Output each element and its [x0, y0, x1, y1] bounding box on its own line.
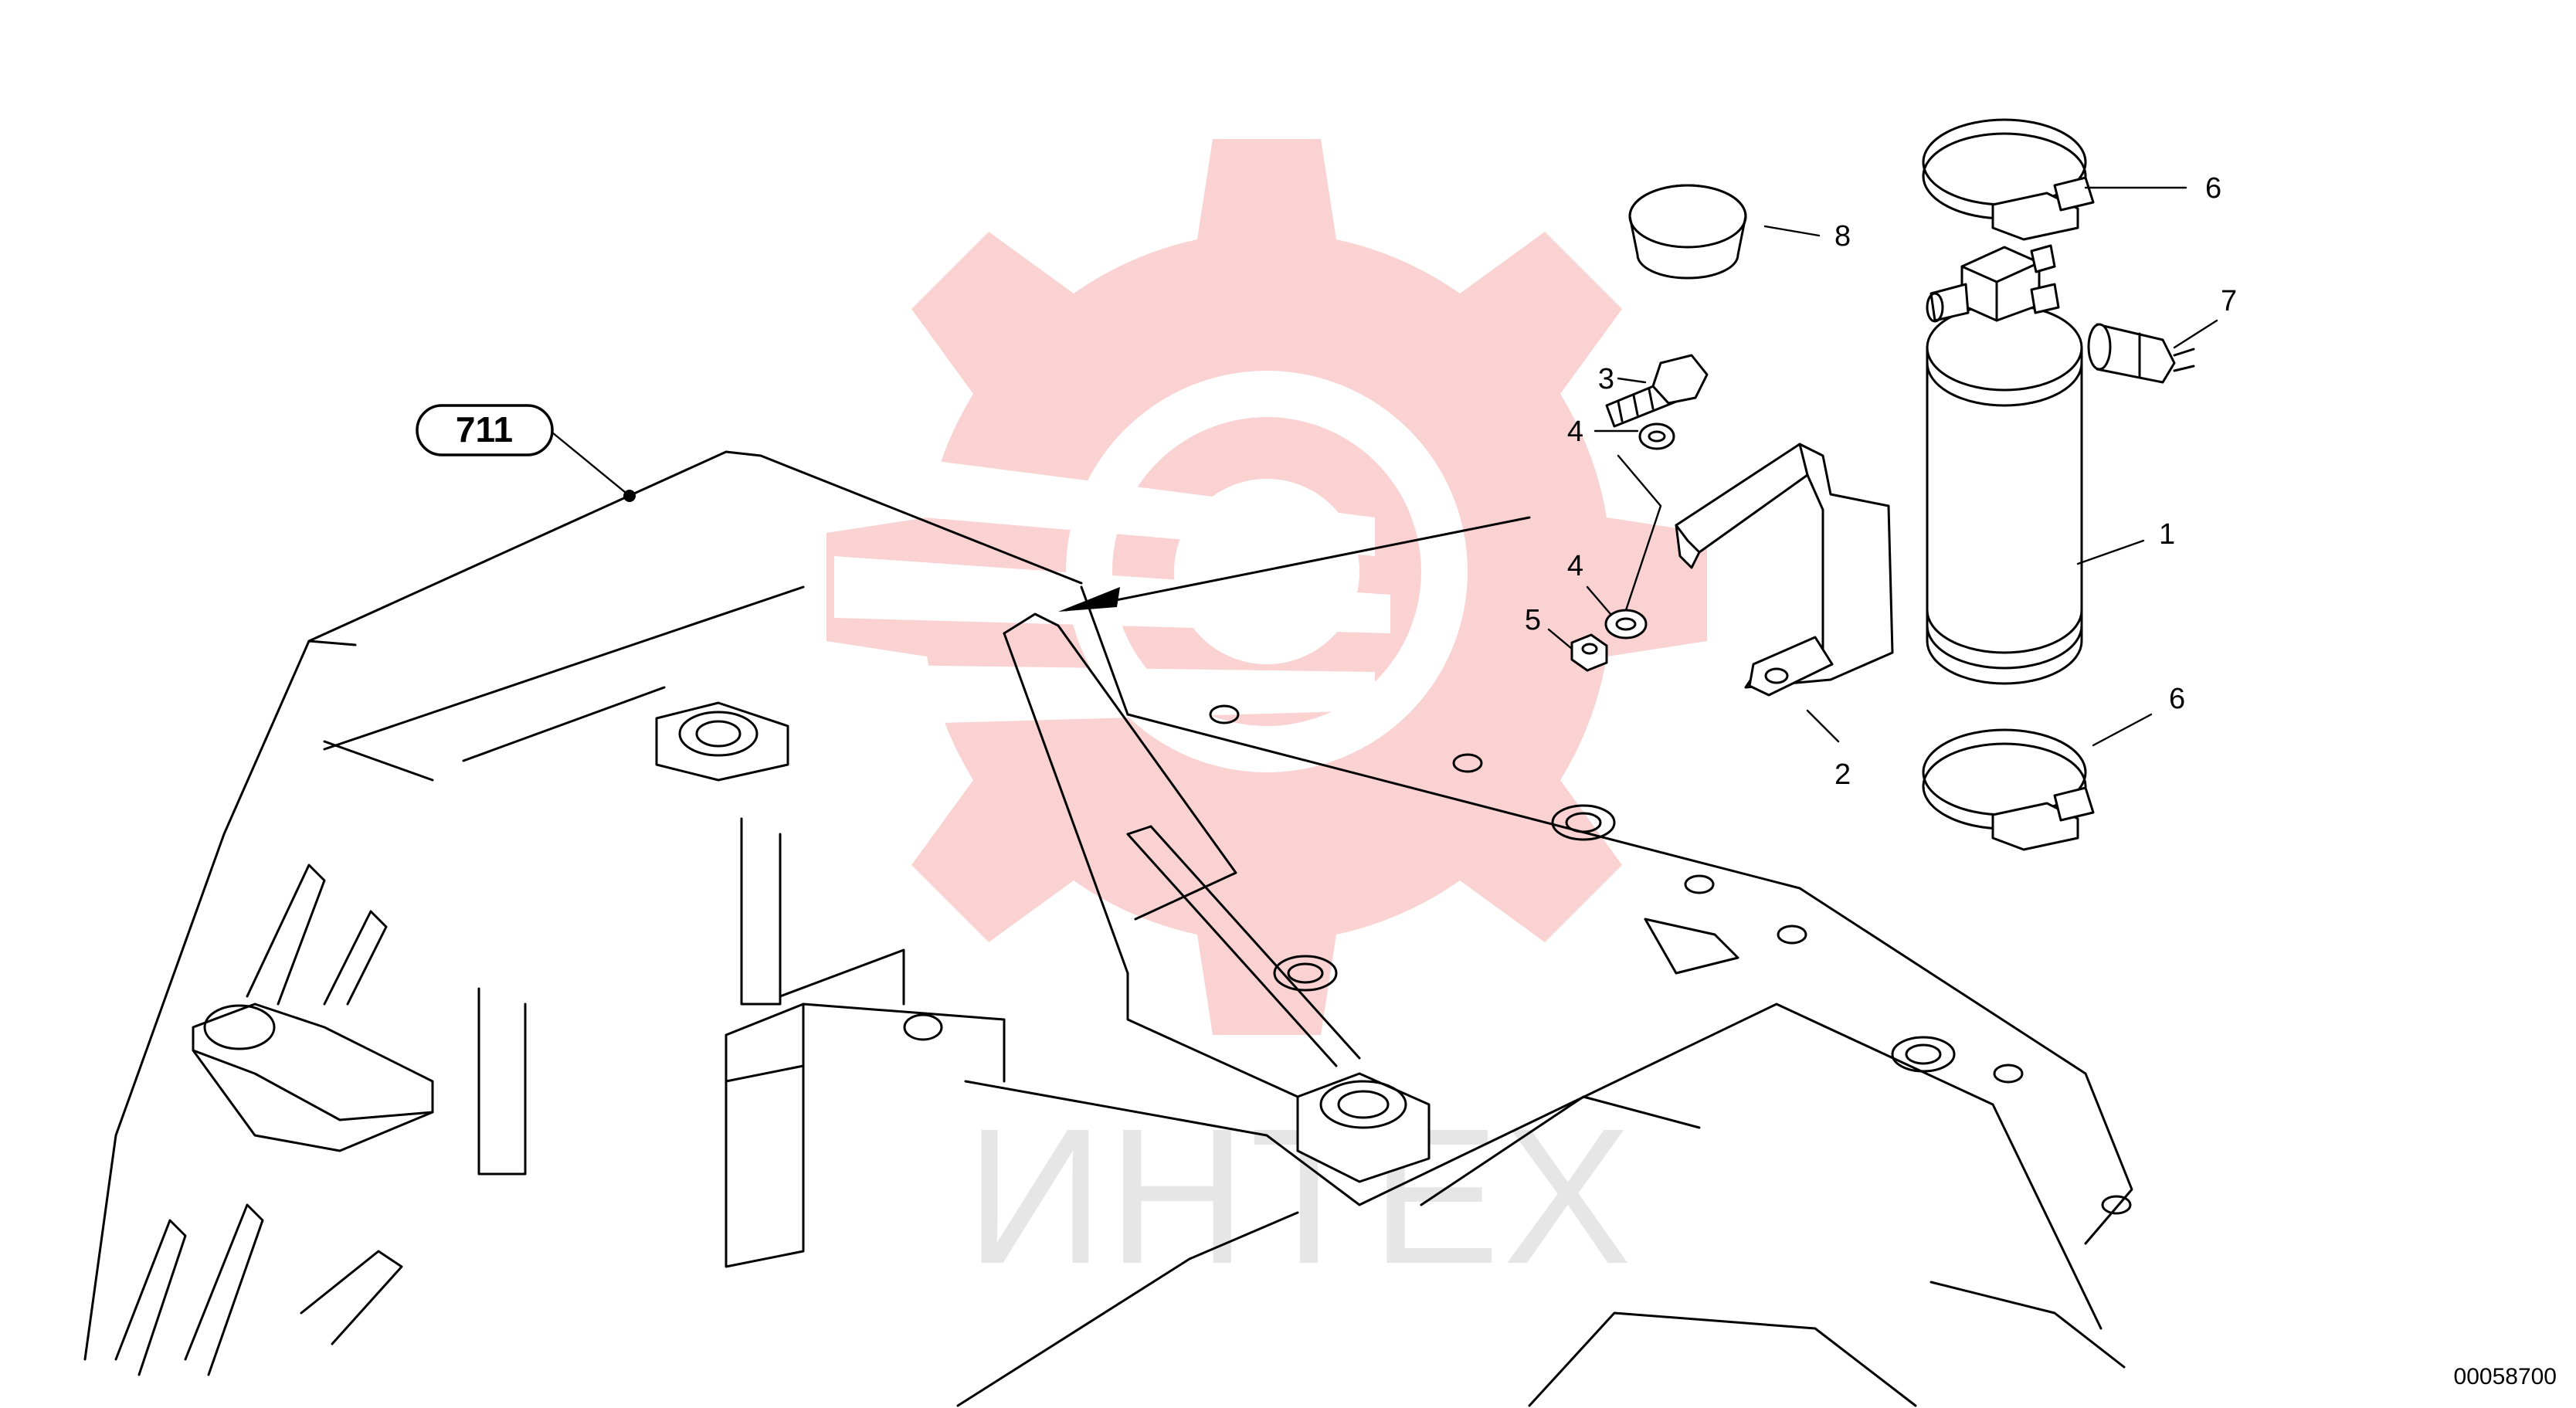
part-3-bolt	[1605, 354, 1709, 428]
part-6-lower-clamp	[1922, 728, 2095, 851]
part-7-pressure-switch	[2087, 323, 2195, 384]
callout-1: 1	[2159, 518, 2175, 551]
part-1-receiver-drier	[1926, 244, 2083, 685]
callout-3: 3	[1598, 363, 1614, 395]
watermark: ИНТЕХ	[826, 139, 1707, 1304]
watermark-gear-icon	[826, 139, 1707, 1035]
callout-6-upper: 6	[2205, 172, 2221, 205]
callout-4-lower: 4	[1567, 550, 1583, 582]
callout-4-upper: 4	[1567, 416, 1583, 448]
callout-6-lower: 6	[2169, 683, 2185, 715]
callout-2: 2	[1834, 758, 1851, 791]
reference-label-text: 711	[456, 409, 513, 450]
part-4-lower-washer	[1604, 609, 1648, 640]
drawing-code: 00058700	[2454, 1364, 2557, 1389]
part-2-bracket	[1675, 443, 1894, 697]
part-8-cap	[1628, 184, 1747, 280]
callout-5: 5	[1525, 604, 1541, 636]
part-5-nut	[1570, 633, 1608, 672]
leader-lines	[1547, 186, 2218, 747]
machine-frame	[83, 450, 2133, 1407]
callout-8: 8	[1834, 220, 1851, 253]
assembly-direction-arrow	[1058, 516, 1531, 612]
part-6-upper-clamp	[1922, 118, 2095, 241]
callout-7: 7	[2221, 285, 2237, 317]
reference-label-711: 711	[416, 404, 636, 502]
callout-labels: 8 6 7 3 4 1 4 5 6 2	[1525, 172, 2237, 791]
part-4-upper-washer	[1638, 422, 1675, 450]
